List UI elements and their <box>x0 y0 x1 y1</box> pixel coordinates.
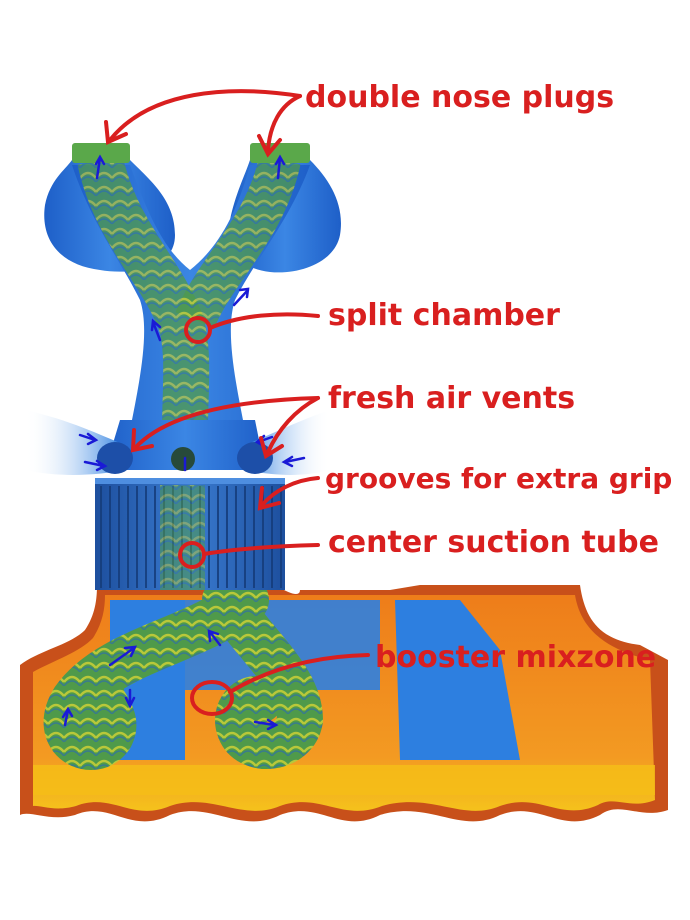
air-vent-left <box>25 410 133 475</box>
callout-split-chamber <box>184 312 320 344</box>
label-split-chamber: split chamber <box>328 298 560 333</box>
callout-grooves <box>257 476 320 511</box>
suction-hole <box>171 447 195 471</box>
grip-collar <box>95 478 285 590</box>
mixzone-coils <box>43 576 324 770</box>
label-fresh-air-vents: fresh air vents <box>328 381 575 416</box>
callout-air-vents <box>130 396 320 460</box>
label-grooves-for-extra-grip: grooves for extra grip <box>325 462 672 495</box>
label-booster-mixzone: booster mixzone <box>375 640 656 675</box>
label-double-nose-plugs: double nose plugs <box>305 80 614 115</box>
callout-suction-tube <box>178 541 320 569</box>
split-chamber-body <box>44 154 341 470</box>
callout-mixzone <box>190 653 370 716</box>
flow-arrows <box>61 154 306 731</box>
callout-nose-plugs <box>104 89 302 158</box>
label-center-suction-tube: center suction tube <box>328 525 659 560</box>
air-vent-right <box>237 410 330 475</box>
